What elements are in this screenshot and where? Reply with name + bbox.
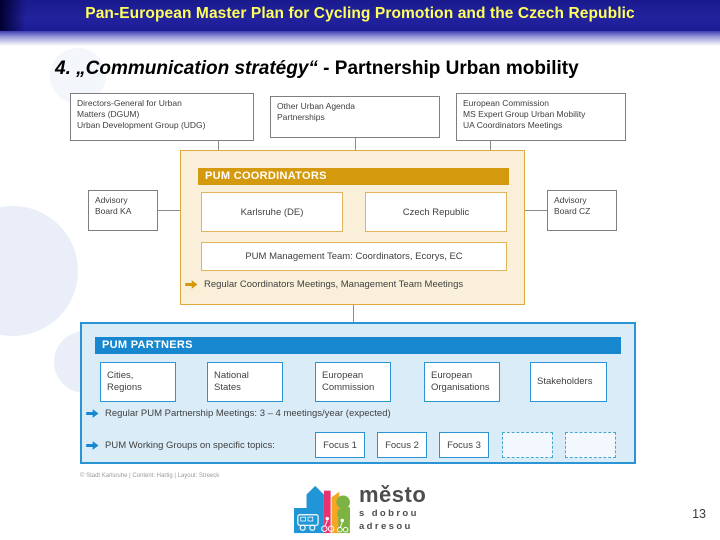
box-focus-placeholder [502, 432, 553, 458]
box-stakeholders: Stakeholders [530, 362, 607, 402]
subtitle-italic-part: 4. „Communication stratégy“ [55, 58, 318, 79]
connector-line [355, 138, 356, 151]
header-gradient [0, 31, 720, 46]
credit-line: © Stadt Karlsruhe | Content: Hartig | La… [80, 473, 220, 479]
pum-partners-header: PUM PARTNERS [95, 337, 621, 354]
subtitle-regular-part: - Partnership Urban mobility [317, 58, 579, 79]
arrow-right-icon [185, 280, 198, 289]
logo-mesto: město s dobrou adresou [292, 481, 426, 535]
box-european-commission-top: European Commission MS Expert Group Urba… [456, 93, 626, 141]
box-czech-republic: Czech Republic [365, 192, 507, 232]
connector-line [490, 141, 491, 151]
box-focus-2: Focus 2 [377, 432, 427, 458]
pum-coordinators-panel: PUM COORDINATORS Karlsruhe (DE) Czech Re… [180, 150, 525, 305]
connector-line [218, 141, 219, 151]
partnership-meetings-note: Regular PUM Partnership Meetings: 3 – 4 … [86, 408, 586, 419]
logo-line-3: adresou [359, 521, 413, 532]
box-advisory-board-ka: Advisory Board KA [88, 190, 158, 231]
coordinators-note-label: Regular Coordinators Meetings, Managemen… [204, 279, 464, 290]
box-karlsruhe: Karlsruhe (DE) [201, 192, 343, 232]
slide-subtitle: 4. „Communication stratégy“ - Partnershi… [55, 58, 695, 80]
box-focus-3: Focus 3 [439, 432, 489, 458]
working-groups-note: PUM Working Groups on specific topics: [86, 440, 366, 451]
box-pum-management-team: PUM Management Team: Coordinators, Ecory… [201, 242, 507, 271]
working-groups-label: PUM Working Groups on specific topics: [105, 440, 275, 451]
slide-title: Pan-European Master Plan for Cycling Pro… [85, 5, 635, 22]
logo-line-1: město [359, 482, 427, 507]
box-cities-regions: Cities, Regions [100, 362, 176, 402]
box-focus-1: Focus 1 [315, 432, 365, 458]
arrow-right-icon [86, 409, 99, 418]
pum-partners-panel: PUM PARTNERS Cities, Regions National St… [80, 322, 636, 464]
connector-line [506, 210, 547, 211]
connector-line [158, 210, 200, 211]
partnership-meetings-label: Regular PUM Partnership Meetings: 3 – 4 … [105, 408, 391, 419]
logo-wordmark: město s dobrou adresou [359, 482, 427, 533]
decor-circle-large [0, 206, 78, 336]
pum-coordinators-header: PUM COORDINATORS [198, 168, 509, 185]
box-national-states: National States [207, 362, 283, 402]
logo-line-2: s dobrou [359, 508, 419, 519]
connector-line [353, 305, 354, 322]
box-advisory-board-cz: Advisory Board CZ [547, 190, 617, 231]
coordinators-meetings-note: Regular Coordinators Meetings, Managemen… [185, 279, 515, 290]
box-european-organisations: European Organisations [424, 362, 500, 402]
box-dgum-udg: Directors-General for Urban Matters (DGU… [70, 93, 254, 141]
box-european-commission-partner: European Commission [315, 362, 391, 402]
slide-header: Pan-European Master Plan for Cycling Pro… [0, 0, 720, 31]
box-other-urban-agenda: Other Urban Agenda Partnerships [270, 96, 440, 138]
page-number: 13 [692, 507, 706, 521]
logo-city-icon [294, 485, 350, 534]
box-focus-placeholder [565, 432, 616, 458]
arrow-right-icon [86, 441, 99, 450]
